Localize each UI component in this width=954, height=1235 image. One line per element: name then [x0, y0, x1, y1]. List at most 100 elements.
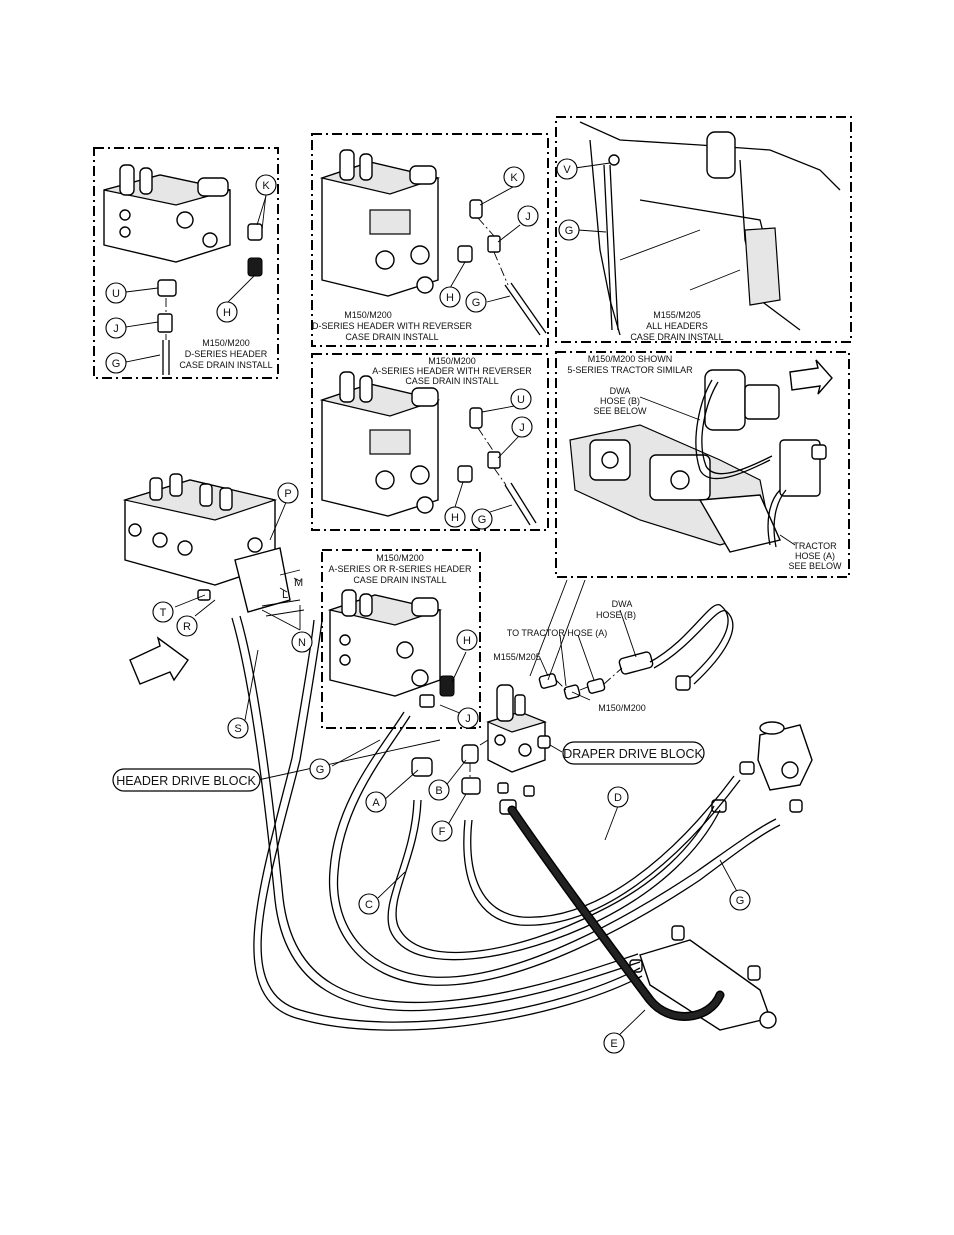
inset1-caption-1: M150/M200 [202, 338, 250, 348]
inset6-caption-2: A-SERIES OR R-SERIES HEADER [328, 564, 472, 574]
fitting-j-inset1 [157, 313, 173, 333]
callout-m-label: M [294, 577, 303, 589]
callout-k-label-2: K [510, 172, 518, 184]
valve-block-inset6 [327, 589, 443, 697]
inset5-caption-2: 5-SERIES TRACTOR SIMILAR [567, 365, 693, 375]
mounting-plate-p [234, 547, 291, 613]
callout-j-inset6: J [457, 707, 479, 729]
callout-j-label-2: J [525, 211, 531, 223]
inset-d-series-case-drain: M150/M200 D-SERIES HEADER CASE DRAIN INS… [93, 147, 279, 379]
callout-v-label: V [563, 164, 571, 176]
dwa-hose-ref-1: DWA [610, 386, 631, 396]
callout-u-inset1: U [105, 282, 127, 304]
fitting-j-inset2 [487, 235, 501, 253]
inset-a-series-reverser: M150/M200 A-SERIES HEADER WITH REVERSER … [311, 353, 549, 531]
header-drive-block-text: HEADER DRIVE BLOCK [116, 774, 256, 788]
callout-b: B [428, 779, 450, 801]
callout-e: E [603, 1032, 625, 1054]
hose-d [463, 779, 741, 926]
callout-h-label-2: H [446, 292, 454, 304]
callout-d-label: D [614, 792, 622, 804]
fitting-j-inset4 [487, 451, 501, 469]
callout-h-label-1: H [223, 307, 231, 319]
dwa-hose-label-2: HOSE (B) [596, 610, 636, 620]
inset2-caption-1: M150/M200 [344, 310, 392, 320]
callout-d: D [607, 786, 629, 808]
inset5-caption-1: M150/M200 SHOWN [588, 354, 673, 364]
draper-drive-block-text: DRAPER DRIVE BLOCK [563, 747, 703, 761]
callout-g-label-1: G [112, 358, 121, 370]
callout-t: T [152, 601, 174, 623]
lift-cylinder [629, 925, 777, 1031]
callout-h-inset4: H [444, 506, 466, 528]
callout-e-label: E [610, 1038, 617, 1050]
inset1-caption-3: CASE DRAIN INSTALL [179, 360, 272, 370]
callout-r: R [176, 615, 198, 637]
callout-h-label-6: H [463, 635, 471, 647]
inset6-caption-1: M150/M200 [376, 553, 424, 563]
callout-c-label: C [365, 899, 373, 911]
callout-r-label: R [183, 621, 191, 633]
inset6-caption-3: CASE DRAIN INSTALL [353, 575, 446, 585]
fitting-h-inset1 [247, 257, 263, 277]
inset4-caption-3: CASE DRAIN INSTALL [405, 376, 498, 386]
callout-k-inset1: K [255, 174, 277, 196]
header-drive-block-label: HEADER DRIVE BLOCK [112, 768, 261, 792]
inset4-caption-1: M150/M200 [428, 356, 476, 366]
fitting-j-inset6 [419, 694, 435, 708]
callout-a-label: A [372, 797, 380, 809]
callout-g-inset2: G [465, 291, 487, 313]
callout-g-main: G [309, 758, 331, 780]
inset3-caption-3: CASE DRAIN INSTALL [630, 332, 723, 342]
callout-t-label: T [160, 607, 167, 619]
callout-u-label-4: U [517, 394, 525, 406]
callout-g-label-4: G [478, 514, 487, 526]
callout-j-label-4: J [519, 422, 525, 434]
hydraulic-pump-assembly [569, 369, 827, 553]
fitting-u-inset1 [157, 279, 177, 297]
draper-motor [757, 721, 813, 813]
callout-u-label-1: U [112, 288, 120, 300]
callout-j-inset4: J [511, 416, 533, 438]
fitting-h-inset6 [439, 675, 455, 697]
callout-s-label: S [234, 723, 241, 735]
callout-g-label-2: G [472, 297, 481, 309]
inset2-caption-2: D-SERIES HEADER WITH REVERSER [312, 321, 473, 331]
callout-g-label-main: G [316, 764, 325, 776]
fitting-k-inset2 [469, 199, 483, 219]
callout-g-label-right: G [736, 895, 745, 907]
callout-n: N [291, 631, 313, 653]
callout-n-label: N [298, 637, 306, 649]
callout-a: A [365, 791, 387, 813]
m150-m200-label: M150/M200 [598, 703, 646, 713]
callout-h-inset2: H [439, 286, 461, 308]
valve-block-inset4 [319, 371, 441, 517]
callout-v: V [556, 158, 578, 180]
fitting-v [608, 154, 620, 166]
callout-p: P [277, 482, 299, 504]
direction-arrow-inset [789, 359, 833, 395]
draper-drive-block [486, 684, 551, 773]
hose-s [231, 617, 641, 1012]
tractor-hose-ref-3: SEE BELOW [788, 561, 842, 571]
callout-c: C [358, 893, 380, 915]
callout-g-inset1: G [105, 352, 127, 374]
callout-h-label-4: H [451, 512, 459, 524]
dwa-hose-label-1: DWA [612, 599, 633, 609]
leader-lines [125, 162, 741, 1041]
callout-u-inset4: U [510, 388, 532, 410]
inset-tractor: M150/M200 SHOWN 5-SERIES TRACTOR SIMILAR… [555, 351, 850, 578]
inset2-caption-3: CASE DRAIN INSTALL [345, 332, 438, 342]
fitting-a [411, 757, 433, 777]
valve-block-inset2 [319, 149, 441, 297]
valve-block-inset1 [103, 164, 231, 263]
fitting-h-inset2 [457, 245, 473, 263]
hose-c [387, 799, 721, 961]
inset1-caption-2: D-SERIES HEADER [185, 349, 268, 359]
tractor-hose-fittings [538, 651, 691, 700]
fitting-h-inset4 [457, 465, 473, 483]
callout-f: F [431, 820, 453, 842]
callout-h-inset1: H [216, 301, 238, 323]
dwa-hose-ref-2: HOSE (B) [600, 396, 640, 406]
to-tractor-hose-label: TO TRACTOR HOSE (A) [507, 628, 608, 638]
